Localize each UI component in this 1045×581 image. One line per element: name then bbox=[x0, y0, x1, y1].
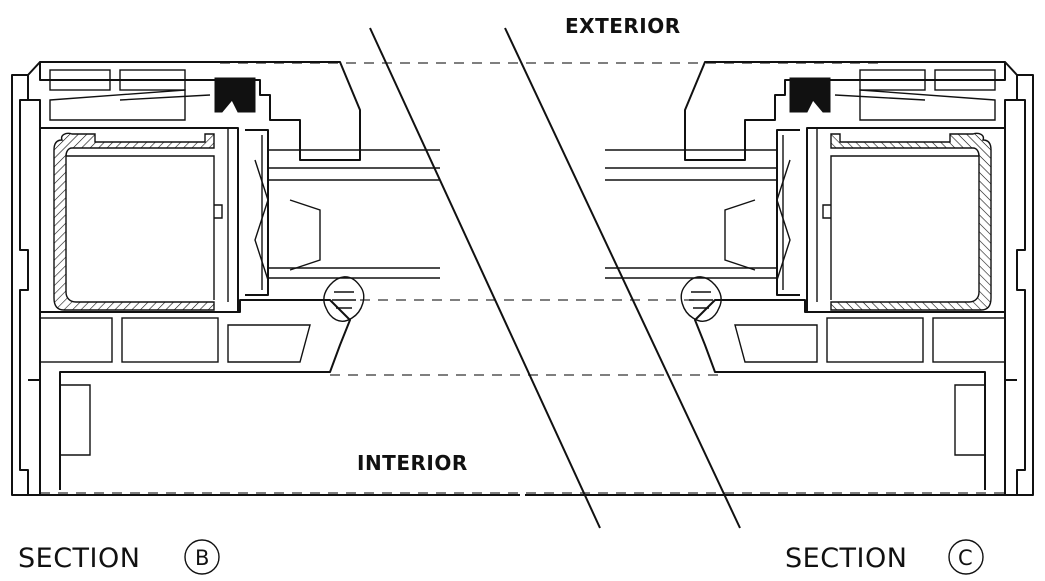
section-c-profile bbox=[524, 61, 1034, 496]
section-c-caption: SECTION C bbox=[785, 539, 984, 575]
section-c-text: SECTION bbox=[785, 543, 907, 574]
exterior-label: EXTERIOR bbox=[565, 14, 681, 38]
section-c-circle bbox=[948, 539, 984, 575]
section-c-letter: C bbox=[958, 546, 973, 570]
section-b-caption: SECTION B bbox=[18, 539, 220, 575]
break-line-right bbox=[504, 27, 741, 529]
section-b-circle bbox=[184, 539, 220, 575]
interior-label: INTERIOR bbox=[357, 451, 468, 475]
section-b-text: SECTION bbox=[18, 543, 140, 574]
section-b-profile bbox=[11, 61, 521, 496]
section-b-letter: B bbox=[195, 546, 209, 570]
break-line-left bbox=[369, 27, 601, 529]
